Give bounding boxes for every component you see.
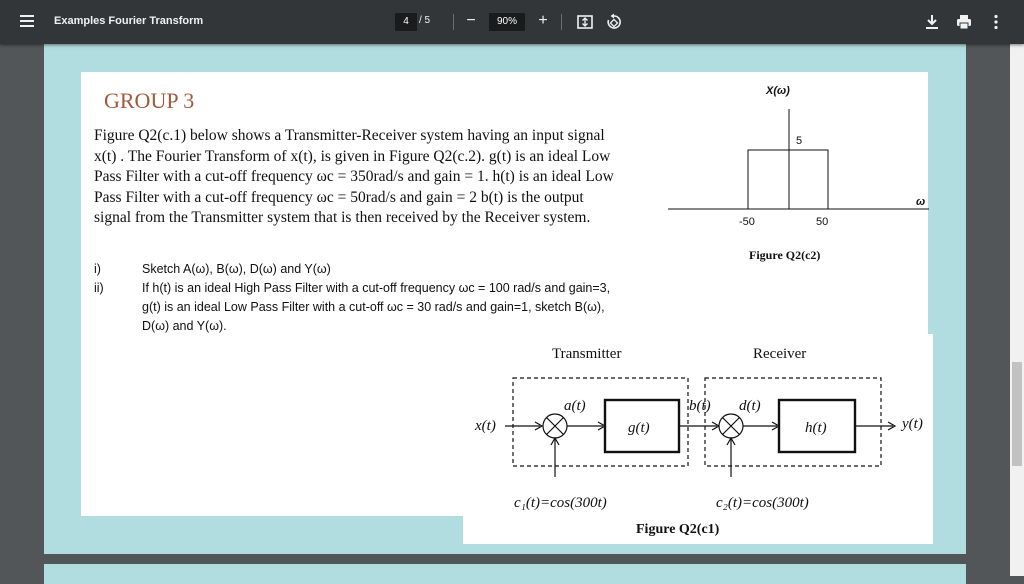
transmitter-label: Transmitter xyxy=(552,346,622,362)
page-number-input[interactable]: 4 xyxy=(395,13,417,31)
receiver-label: Receiver xyxy=(753,346,807,362)
receiver-box xyxy=(704,377,882,467)
pdf-page: GROUP 3 Figure Q2(c.1) below shows a Tra… xyxy=(44,44,966,554)
d-signal-label: d(t) xyxy=(739,398,761,414)
question-1-text: Sketch A(ω), B(ω), D(ω) and Y(ω) xyxy=(142,262,331,276)
question-paragraph: Figure Q2(c.1) below shows a Transmitter… xyxy=(94,127,614,226)
block-diagram xyxy=(505,377,897,477)
spectrum-tick-pos: 50 xyxy=(816,216,829,228)
document-title: Examples Fourier Transform xyxy=(54,15,204,27)
carrier-1-label: c₁(t)=cos(300t) xyxy=(514,495,607,511)
zoom-in-button[interactable]: + xyxy=(538,12,548,29)
menu-icon[interactable] xyxy=(20,15,34,27)
spectrum-figure xyxy=(668,109,929,210)
diagram-caption: Figure Q2(c1) xyxy=(636,522,720,537)
rotate-icon[interactable] xyxy=(604,12,624,32)
more-icon[interactable] xyxy=(986,12,1006,32)
group-title: GROUP 3 xyxy=(104,88,195,113)
spectrum-rectangle xyxy=(747,149,829,210)
question-2-line-2: g(t) is an ideal Low Pass Filter with a … xyxy=(142,300,605,314)
question-2-number: ii) xyxy=(94,281,104,295)
output-signal-label: y(t) xyxy=(902,416,923,432)
input-signal-label: x(t) xyxy=(475,418,496,434)
fit-page-icon[interactable] xyxy=(575,12,595,32)
a-signal-label: a(t) xyxy=(564,398,586,414)
print-icon[interactable] xyxy=(954,12,974,32)
question-1-number: i) xyxy=(94,262,101,276)
vertical-scrollbar[interactable] xyxy=(1010,44,1024,576)
spectrum-x-label: ω xyxy=(916,196,926,208)
zoom-input[interactable]: 90% xyxy=(489,13,525,31)
page-total: / 5 xyxy=(419,15,431,26)
spectrum-tick-neg: -50 xyxy=(739,216,755,228)
divider xyxy=(453,14,454,30)
next-pdf-page xyxy=(44,564,966,584)
document-viewer[interactable]: GROUP 3 Figure Q2(c.1) below shows a Tra… xyxy=(0,44,1010,584)
divider xyxy=(561,14,562,30)
carrier-2-label: c₂(t)=cos(300t) xyxy=(716,495,809,511)
download-icon[interactable] xyxy=(922,12,942,32)
scrollbar-thumb[interactable] xyxy=(1012,362,1022,466)
spectrum-y-label: X(ω) xyxy=(766,85,790,97)
zoom-out-button[interactable]: − xyxy=(466,12,476,29)
spectrum-amplitude-label: 5 xyxy=(796,135,803,147)
h-filter-block xyxy=(777,398,857,454)
g-filter-label: g(t) xyxy=(628,420,650,436)
transmitter-box xyxy=(512,377,689,467)
question-2-line-1: If h(t) is an ideal High Pass Filter wit… xyxy=(142,281,611,295)
pdf-toolbar: Examples Fourier Transform 4 / 5 − 90% + xyxy=(0,0,1024,44)
h-filter-label: h(t) xyxy=(805,420,827,436)
spectrum-caption: Figure Q2(c2) xyxy=(749,248,821,262)
b-signal-label: b(t) xyxy=(689,398,711,414)
question-2-line-3: D(ω) and Y(ω). xyxy=(142,319,227,333)
